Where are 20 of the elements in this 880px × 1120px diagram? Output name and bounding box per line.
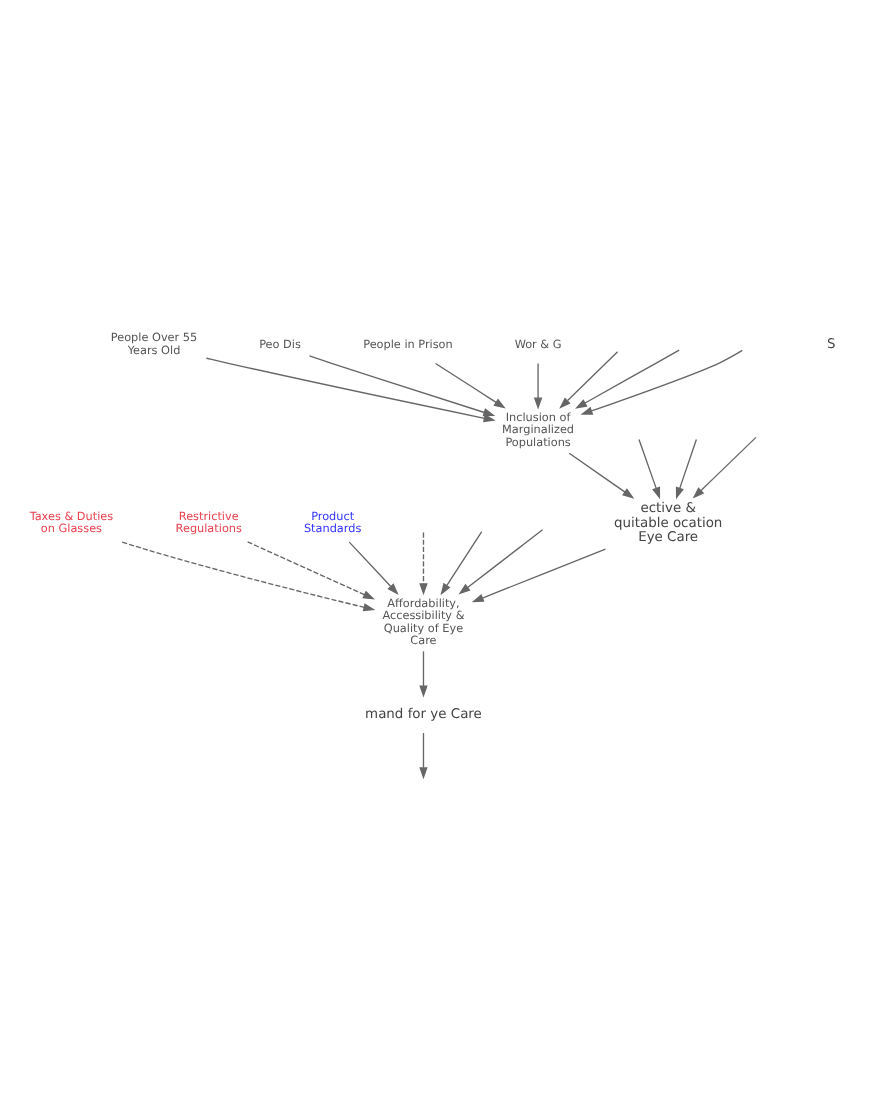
arrow xyxy=(575,348,680,414)
arrow xyxy=(440,530,483,595)
arrow xyxy=(205,356,496,422)
arrow xyxy=(471,547,607,602)
arrow xyxy=(458,528,544,594)
arrow xyxy=(638,437,661,499)
arrow xyxy=(419,649,428,697)
arrow xyxy=(692,435,757,498)
arrow xyxy=(533,361,543,409)
arrow xyxy=(568,451,635,498)
arrow xyxy=(419,731,428,779)
arrow xyxy=(308,354,496,416)
arrow xyxy=(348,540,399,594)
arrow xyxy=(575,348,743,414)
arrow xyxy=(559,350,619,408)
arrow xyxy=(419,530,428,595)
arrow xyxy=(434,361,506,408)
arrow xyxy=(675,437,698,499)
arrow xyxy=(246,540,375,599)
arrow xyxy=(121,540,376,611)
